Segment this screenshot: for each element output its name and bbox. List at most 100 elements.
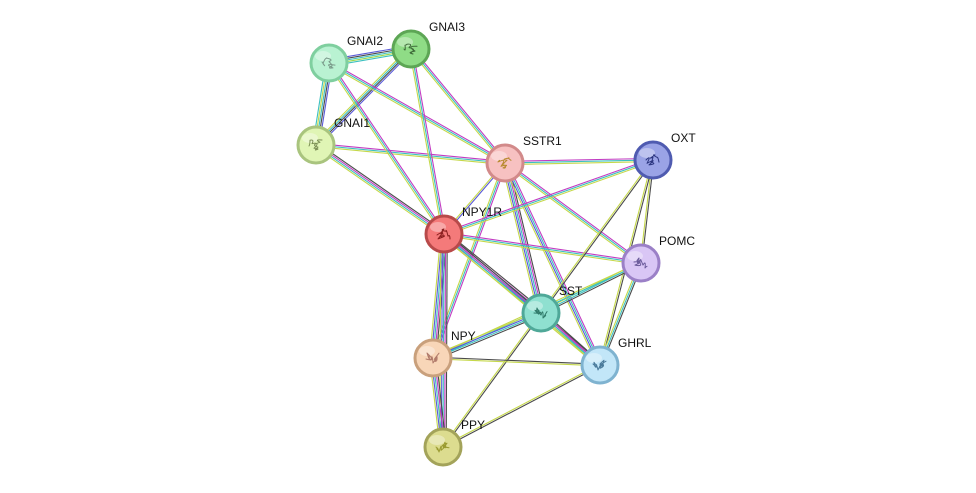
edge-channel xyxy=(327,63,444,236)
node-highlight xyxy=(419,346,435,356)
edge-sstr1-ghrl[interactable] xyxy=(502,161,603,367)
edge-channel xyxy=(504,159,654,164)
edge-channel xyxy=(442,363,600,447)
edge-channel xyxy=(433,356,601,365)
protein-structure-icon xyxy=(592,359,607,371)
node-label: GNAI3 xyxy=(429,20,465,34)
edge-channel xyxy=(502,163,540,314)
node-label: SSTR1 xyxy=(523,134,562,148)
edge-channel xyxy=(445,231,544,311)
edge-channel xyxy=(505,161,654,166)
node-gnai1[interactable]: GNAI1 xyxy=(296,116,370,165)
edge-channel xyxy=(329,61,446,234)
protein-structure-icon xyxy=(533,307,548,319)
node-npy1r[interactable]: NPY1R xyxy=(424,205,502,254)
edge-sstr1-oxt[interactable] xyxy=(504,157,654,166)
edge-channel xyxy=(429,233,442,358)
edge-channel xyxy=(315,145,444,236)
node-gnai3[interactable]: GNAI3 xyxy=(391,20,465,69)
node-circle xyxy=(633,140,673,180)
edge-sst-ppy[interactable] xyxy=(441,312,543,448)
edge-channel xyxy=(445,234,448,448)
protein-structure-icon xyxy=(633,257,648,269)
node-circle xyxy=(391,29,431,69)
edge-channel xyxy=(444,231,642,262)
node-sst[interactable]: SST xyxy=(521,284,583,333)
edge-gnai3-npy1r[interactable] xyxy=(408,48,447,235)
edge-gnai2-sstr1[interactable] xyxy=(327,61,507,165)
edge-npy1r-ppy[interactable] xyxy=(439,233,448,448)
edge-gnai1-sstr1[interactable] xyxy=(315,142,506,166)
edge-channel xyxy=(443,234,600,367)
edge-sstr1-pomc[interactable] xyxy=(503,161,643,265)
edge-channel xyxy=(315,146,505,166)
node-circle xyxy=(413,338,453,378)
edge-channel xyxy=(409,49,505,165)
edge-channel xyxy=(503,163,600,366)
edge-gnai3-gnai1[interactable] xyxy=(313,46,414,148)
protein-structure-icon xyxy=(308,139,323,151)
edge-channel xyxy=(432,358,600,367)
protein-structure-icon xyxy=(497,157,512,169)
edge-gnai3-sstr1[interactable] xyxy=(409,47,507,165)
edge-channel xyxy=(410,48,506,164)
edge-channel xyxy=(444,160,654,237)
node-label: OXT xyxy=(671,131,696,145)
edge-channel xyxy=(443,159,654,235)
edge-gnai1-npy1r[interactable] xyxy=(314,142,446,237)
node-circle xyxy=(485,143,525,183)
edge-channel xyxy=(432,311,541,358)
node-highlight xyxy=(491,151,507,161)
node-highlight xyxy=(527,301,543,311)
node-circle xyxy=(296,125,336,165)
edge-npy1r-oxt[interactable] xyxy=(443,157,654,237)
node-ghrl[interactable]: GHRL xyxy=(580,336,652,385)
edge-channel xyxy=(442,235,599,368)
edge-channel xyxy=(327,63,505,165)
node-highlight xyxy=(429,435,445,445)
node-sstr1[interactable]: SSTR1 xyxy=(485,134,562,183)
protein-structure-icon xyxy=(645,154,660,166)
edge-channel xyxy=(505,162,602,365)
protein-structure-icon xyxy=(425,352,440,364)
node-npy[interactable]: NPY xyxy=(413,329,476,378)
edge-channel xyxy=(328,62,506,164)
edge-sst-npy[interactable] xyxy=(431,310,543,361)
edge-channel xyxy=(431,310,541,357)
edge-oxt-sst[interactable] xyxy=(539,159,655,314)
edge-ghrl-ppy[interactable] xyxy=(442,363,601,449)
edge-channel xyxy=(329,61,507,163)
edge-channel xyxy=(504,162,542,314)
node-label: SST xyxy=(559,284,583,298)
edge-channel xyxy=(315,48,411,145)
edge-channel xyxy=(443,365,601,449)
edge-channel xyxy=(316,49,412,146)
node-ppy[interactable]: PPY xyxy=(423,418,485,467)
edge-npy-ghrl[interactable] xyxy=(432,356,601,367)
node-label: POMC xyxy=(659,234,695,248)
edge-channel xyxy=(313,46,410,144)
edge-channel xyxy=(505,161,643,263)
node-highlight xyxy=(302,133,318,143)
edge-channel xyxy=(504,157,653,162)
edge-channel xyxy=(539,159,653,313)
edge-channel xyxy=(441,312,541,447)
edge-channel xyxy=(316,142,506,162)
edge-channel xyxy=(443,233,642,264)
edge-channel xyxy=(315,144,506,164)
edge-gnai2-npy1r[interactable] xyxy=(327,61,446,236)
edge-channel xyxy=(504,162,642,264)
node-label: NPY1R xyxy=(462,205,502,219)
protein-structure-icon xyxy=(321,57,336,69)
node-label: GNAI2 xyxy=(347,34,383,48)
edge-npy1r-pomc[interactable] xyxy=(443,231,642,266)
edge-npy1r-ghrl[interactable] xyxy=(442,231,602,368)
node-gnai2[interactable]: GNAI2 xyxy=(309,34,383,83)
edge-channel xyxy=(502,163,599,367)
edge-channel xyxy=(443,313,543,448)
edge-channel xyxy=(316,143,445,234)
node-pomc[interactable]: POMC xyxy=(621,234,695,283)
edge-channel xyxy=(442,233,445,448)
node-oxt[interactable]: OXT xyxy=(633,131,696,180)
